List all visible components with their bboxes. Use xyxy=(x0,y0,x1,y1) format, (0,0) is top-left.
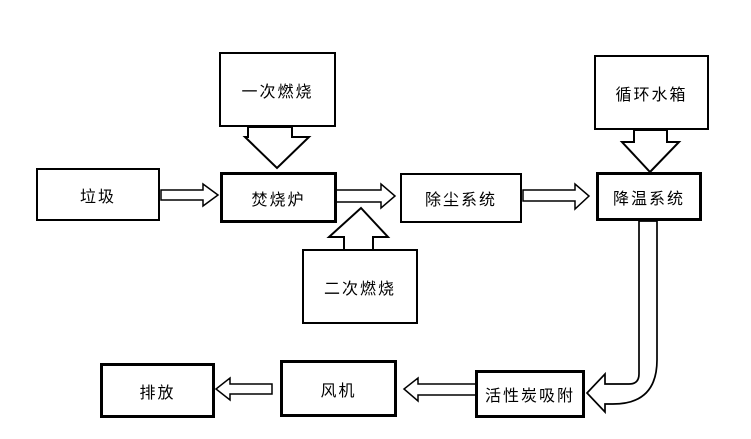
node-activated-carbon-adsorption: 活性炭吸附 xyxy=(475,370,585,418)
node-circulating-water-tank: 循环水箱 xyxy=(594,55,709,130)
arrow-secondary-combustion-to-incinerator xyxy=(326,206,391,251)
arrow-waste-to-incinerator xyxy=(160,182,220,208)
arrow-primary-combustion-to-incinerator xyxy=(242,126,312,170)
node-incinerator: 焚烧炉 xyxy=(220,172,337,223)
node-activated-carbon-adsorption-label: 活性炭吸附 xyxy=(484,388,575,405)
arrow-incinerator-to-dust-removal xyxy=(335,182,397,210)
node-secondary-combustion-label: 二次燃烧 xyxy=(323,280,396,298)
node-incinerator-label: 焚烧炉 xyxy=(251,191,306,209)
node-primary-combustion: 一次燃烧 xyxy=(219,52,336,127)
node-fan-label: 风机 xyxy=(320,382,357,400)
arrow-activated-carbon-to-fan xyxy=(402,376,477,403)
node-waste-label: 垃圾 xyxy=(79,188,116,206)
node-cooling-system-label: 降温系统 xyxy=(612,190,685,208)
node-dust-removal-system: 除尘系统 xyxy=(400,173,522,223)
arrow-dust-removal-to-cooling-system xyxy=(522,182,591,211)
node-waste: 垃圾 xyxy=(36,168,160,221)
arrow-fan-to-discharge xyxy=(214,376,273,402)
node-primary-combustion-label: 一次燃烧 xyxy=(241,83,314,101)
node-dust-removal-system-label: 除尘系统 xyxy=(424,192,497,209)
arrow-water-tank-to-cooling-system xyxy=(619,129,682,174)
node-discharge: 排放 xyxy=(100,363,215,418)
node-discharge-label: 排放 xyxy=(139,384,176,402)
node-cooling-system: 降温系统 xyxy=(596,172,702,221)
node-secondary-combustion: 二次燃烧 xyxy=(302,249,418,324)
node-fan: 风机 xyxy=(280,360,397,417)
arrow-cooling-system-to-activated-carbon xyxy=(585,220,658,415)
node-circulating-water-tank-label: 循环水箱 xyxy=(615,86,688,104)
